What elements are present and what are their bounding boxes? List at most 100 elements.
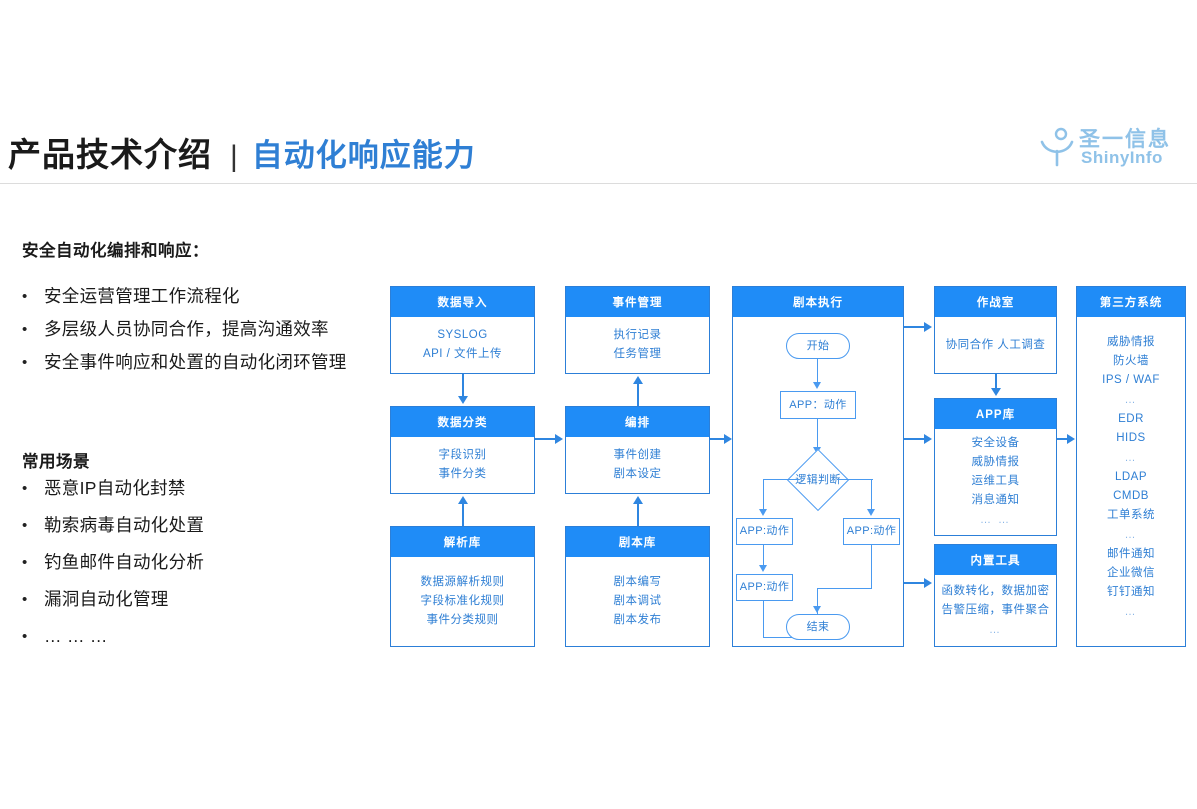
list-item: • 漏洞自动化管理: [18, 588, 204, 611]
flow-connector: [837, 479, 873, 481]
connector: [904, 582, 926, 584]
flow-action-right[interactable]: APP:动作: [843, 518, 900, 545]
flow-end[interactable]: 结束: [786, 614, 850, 640]
card-playbook-lib[interactable]: 剧本库 剧本编写 剧本调试 剧本发布: [565, 526, 710, 647]
arrowhead-icon: [813, 382, 821, 389]
arrowhead-icon: [867, 509, 875, 516]
bullet-dot-icon: •: [22, 288, 28, 305]
card-line: HIDS: [1116, 432, 1146, 444]
card-war-room[interactable]: 作战室 协同合作 人工调查: [934, 286, 1057, 374]
card-body: 执行记录 任务管理: [566, 317, 709, 373]
logo-text-cn: 圣一信息: [1079, 128, 1171, 151]
card-line: 防火墙: [1113, 355, 1149, 367]
card-line: 字段标准化规则: [420, 595, 505, 607]
list-item-label: 钓鱼邮件自动化分析: [44, 552, 205, 572]
page-title-main: 产品技术介绍: [8, 136, 212, 173]
list-item-label: 恶意IP自动化封禁: [44, 478, 186, 498]
card-body: 剧本编写 剧本调试 剧本发布: [566, 557, 709, 646]
lead-bullet-list: • 安全运营管理工作流程化 • 多层级人员协同合作，提高沟通效率 • 安全事件响…: [18, 285, 347, 384]
flow-action-left[interactable]: APP:动作: [736, 518, 793, 545]
arrowhead-icon: [555, 434, 563, 444]
logo-text-en: ShinyInfo: [1081, 148, 1163, 167]
list-item-label: 安全运营管理工作流程化: [44, 286, 240, 306]
connector: [904, 326, 926, 328]
list-item: • 安全运营管理工作流程化: [18, 285, 347, 308]
flow-action-1[interactable]: APP：动作: [780, 391, 856, 419]
arrowhead-icon: [924, 434, 932, 444]
card-line: 剧本设定: [613, 468, 662, 480]
card-line: 事件创建: [613, 449, 662, 461]
card-title: APP库: [935, 399, 1056, 429]
card-third-party[interactable]: 第三方系统 威胁情报 防火墙 IPS / WAF … EDR HIDS … LD…: [1076, 286, 1186, 647]
card-line: 协同合作 人工调查: [945, 338, 1046, 351]
architecture-diagram: 数据导入 SYSLOG API / 文件上传 数据分类 字段识别 事件分类 解析…: [388, 282, 1188, 652]
card-parse-lib[interactable]: 解析库 数据源解析规则 字段标准化规则 事件分类规则: [390, 526, 535, 647]
card-line: 事件分类: [438, 468, 487, 480]
flow-decision-label: 逻辑判断: [795, 473, 841, 486]
card-data-import[interactable]: 数据导入 SYSLOG API / 文件上传: [390, 286, 535, 374]
flow-connector: [871, 479, 873, 511]
card-line: 数据源解析规则: [420, 576, 505, 588]
card-app-lib[interactable]: APP库 安全设备 威胁情报 运维工具 消息通知 … …: [934, 398, 1057, 536]
arrowhead-icon: [1067, 434, 1075, 444]
card-title: 第三方系统: [1077, 287, 1185, 317]
connector: [904, 438, 926, 440]
card-line-ellipsis: … …: [979, 514, 1012, 526]
arrowhead-icon: [633, 496, 643, 504]
card-event-mgmt[interactable]: 事件管理 执行记录 任务管理: [565, 286, 710, 374]
bullet-dot-icon: •: [22, 591, 28, 608]
flow-start[interactable]: 开始: [786, 333, 850, 359]
card-title: 编排: [566, 407, 709, 437]
bullet-dot-icon: •: [22, 354, 28, 371]
card-line: 邮件通知: [1107, 548, 1155, 560]
card-body: 安全设备 威胁情报 运维工具 消息通知 … …: [935, 429, 1056, 535]
arrowhead-icon: [633, 376, 643, 384]
card-title: 数据分类: [391, 407, 534, 437]
list-item: • 安全事件响应和处置的自动化闭环管理: [18, 351, 347, 374]
card-title: 作战室: [935, 287, 1056, 317]
flow-connector: [763, 479, 799, 481]
bullet-dot-icon: •: [22, 517, 28, 534]
arrowhead-icon: [924, 578, 932, 588]
list-item-label: 漏洞自动化管理: [44, 589, 169, 609]
flowchart: 开始 APP：动作 逻辑判断 APP:动作 APP:动作: [733, 317, 903, 646]
card-line: 剧本发布: [613, 614, 662, 626]
card-playbook-exec[interactable]: 剧本执行 开始 APP：动作 逻辑判断 APP:动作 APP:动作: [732, 286, 904, 647]
group-separator: …: [1124, 452, 1138, 464]
list-item: • 恶意IP自动化封禁: [18, 477, 204, 500]
card-data-classify[interactable]: 数据分类 字段识别 事件分类: [390, 406, 535, 494]
bullet-dot-icon: •: [22, 628, 28, 645]
card-orchestrate[interactable]: 编排 事件创建 剧本设定: [565, 406, 710, 494]
flow-connector: [817, 419, 819, 449]
list-item-label: 勒索病毒自动化处置: [44, 515, 205, 535]
flow-connector: [871, 545, 873, 589]
flow-action-left-2[interactable]: APP:动作: [736, 574, 793, 601]
card-line: SYSLOG: [437, 329, 488, 341]
flow-connector: [817, 588, 819, 638]
card-line: 工单系统: [1107, 509, 1155, 521]
connector: [535, 438, 557, 440]
flow-connector: [763, 545, 765, 567]
card-line-ellipsis: …: [989, 623, 1002, 636]
card-body: SYSLOG API / 文件上传: [391, 317, 534, 373]
flow-connector: [817, 359, 819, 384]
card-title: 数据导入: [391, 287, 534, 317]
title-separator: |: [230, 140, 238, 173]
group-separator: …: [1124, 606, 1138, 618]
person-icon: [1040, 127, 1074, 167]
group-separator: …: [1124, 394, 1138, 406]
card-body: 威胁情报 防火墙 IPS / WAF … EDR HIDS … LDAP CMD…: [1077, 317, 1185, 646]
card-line: 事件分类规则: [426, 614, 499, 626]
card-builtin-tools[interactable]: 内置工具 函数转化，数据加密 告警压缩，事件聚合 …: [934, 544, 1057, 647]
card-line: 告警压缩，事件聚合: [941, 603, 1050, 616]
card-body: 数据源解析规则 字段标准化规则 事件分类规则: [391, 557, 534, 646]
card-title: 剧本执行: [733, 287, 903, 317]
card-body: 函数转化，数据加密 告警压缩，事件聚合 …: [935, 575, 1056, 646]
card-line: LDAP: [1114, 471, 1148, 483]
card-line: 安全设备: [971, 437, 1020, 449]
brand-logo: 圣一信息 ShinyInfo: [1037, 123, 1187, 179]
page-title-sub: 自动化响应能力: [251, 138, 476, 173]
lead-heading: 安全自动化编排和响应：: [22, 242, 209, 260]
connector: [637, 382, 639, 406]
header-divider: [0, 183, 1197, 184]
